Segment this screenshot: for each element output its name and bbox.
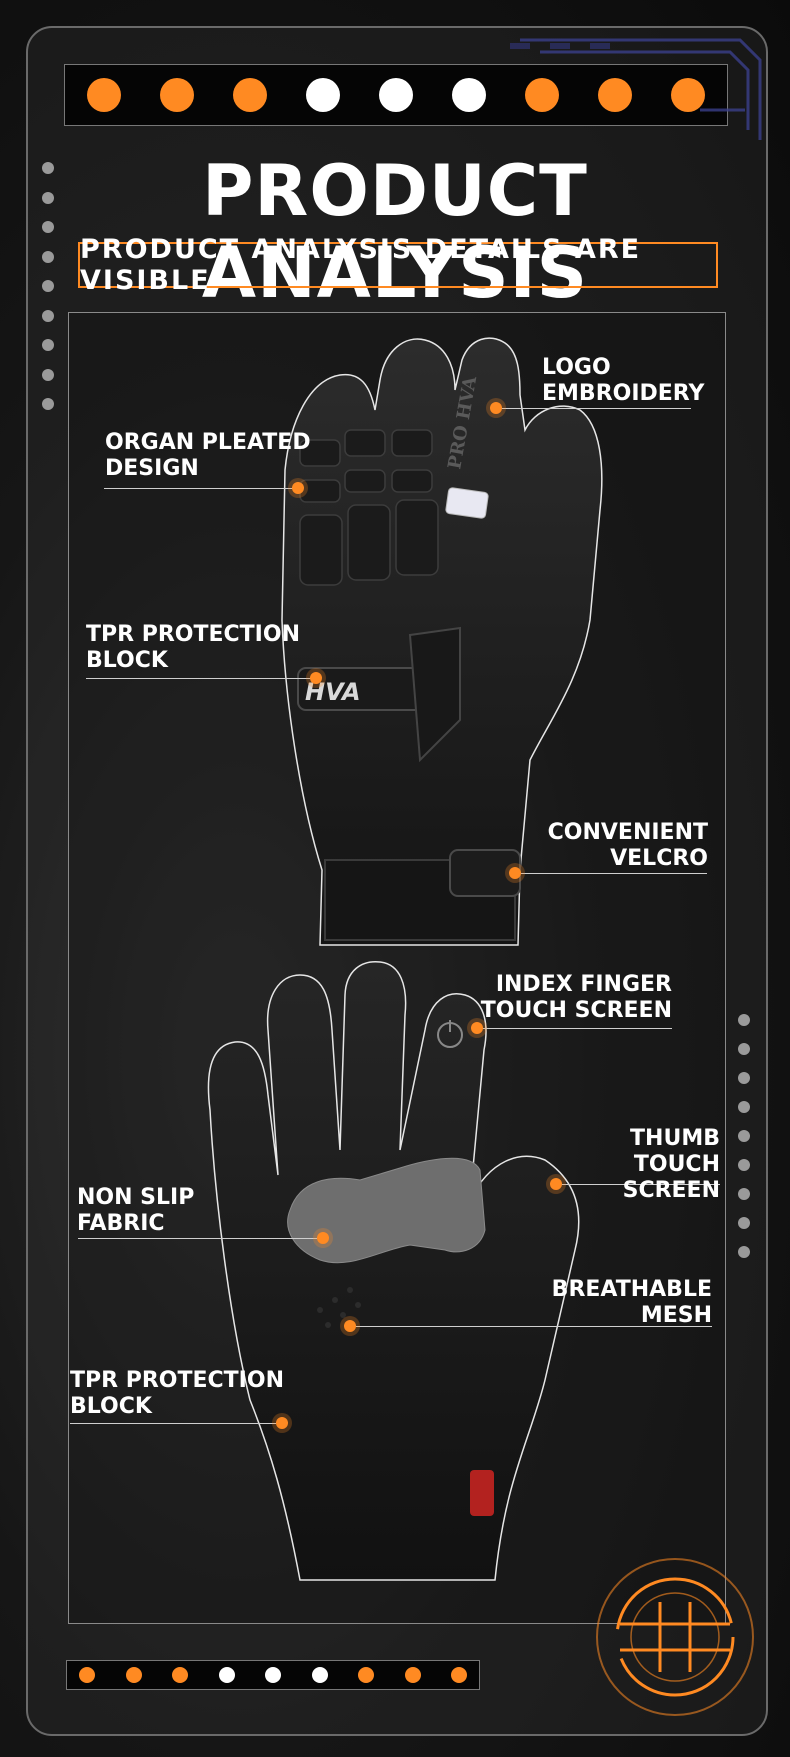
marker-mesh [344, 1320, 356, 1332]
callout-line-thumb [556, 1184, 720, 1185]
callout-line-index [477, 1028, 672, 1029]
indicator-dot [379, 78, 413, 112]
glove-palm [207, 961, 580, 1581]
top-dot-bar [64, 64, 728, 126]
callout-line-organ [104, 488, 298, 489]
marker-index [471, 1022, 483, 1034]
marker-tpr-palm [276, 1417, 288, 1429]
marker-tpr-back [310, 672, 322, 684]
indicator-dot [358, 1667, 374, 1683]
indicator-dot [306, 78, 340, 112]
indicator-dot [233, 78, 267, 112]
circuit-decoration [510, 38, 762, 140]
callout-line-mesh [350, 1326, 712, 1327]
callout-line-tpr-back [86, 678, 316, 679]
glove-back: HVA PRO HVA [281, 337, 603, 946]
marker-logo [490, 402, 502, 414]
callout-line-velcro [515, 873, 707, 874]
marker-nonslip [317, 1232, 329, 1244]
indicator-dot [87, 78, 121, 112]
bottom-dot-bar [66, 1660, 480, 1690]
left-side-dots [42, 162, 54, 410]
indicator-dot [452, 78, 486, 112]
indicator-dot [404, 1667, 421, 1683]
callout-line-logo [496, 408, 691, 409]
crosshair-icon [596, 1558, 754, 1716]
marker-thumb [550, 1178, 562, 1190]
page-title: PRODUCT ANALYSIS [201, 150, 589, 314]
callout-line-nonslip [78, 1238, 323, 1239]
indicator-dot [311, 1667, 328, 1683]
indicator-dot [598, 78, 632, 112]
marker-velcro [509, 867, 521, 879]
indicator-dot [125, 1667, 142, 1683]
indicator-dot [160, 78, 194, 112]
indicator-dot [79, 1667, 95, 1683]
indicator-dot [525, 78, 559, 112]
indicator-dot [671, 78, 705, 112]
callout-line-tpr-palm [70, 1423, 282, 1424]
power-icon [437, 1020, 463, 1048]
indicator-dot [451, 1667, 467, 1683]
right-side-dots [738, 1014, 750, 1258]
marker-organ [292, 482, 304, 494]
indicator-dot [172, 1667, 188, 1683]
indicator-dot [218, 1667, 235, 1683]
indicator-dot [265, 1667, 281, 1683]
